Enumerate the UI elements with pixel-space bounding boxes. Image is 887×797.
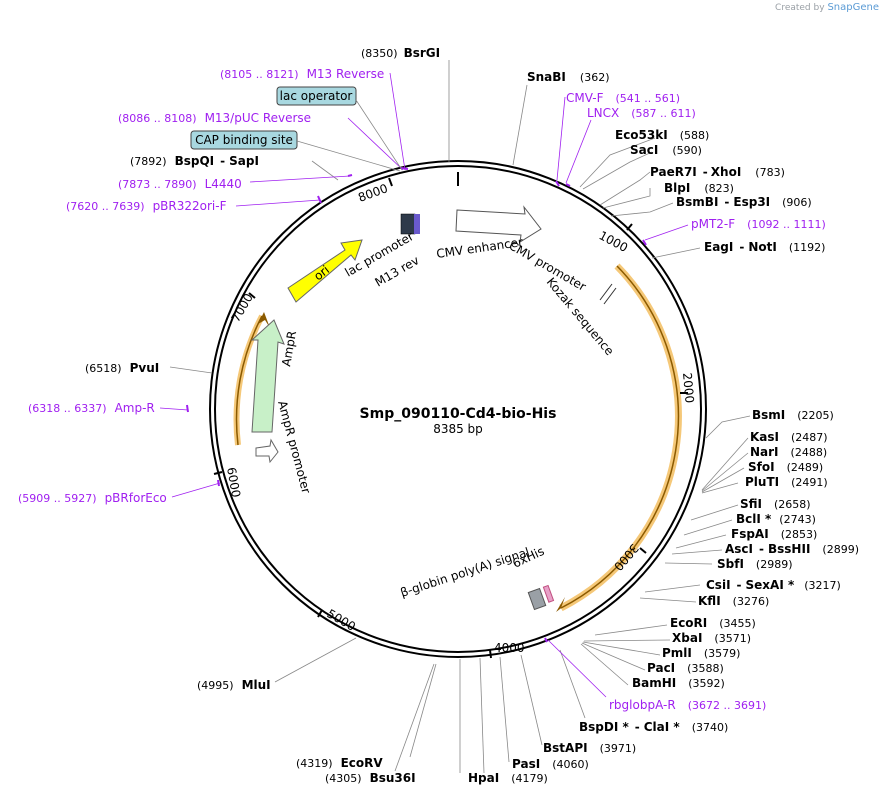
enzyme-bspdi-clai: BspDI *-ClaI *(3740) bbox=[579, 720, 728, 734]
primer-m13-puc-reverse: (8086 .. 8108)M13/pUC Reverse bbox=[118, 111, 311, 125]
enzyme-kasi: KasI(2487) bbox=[750, 430, 828, 444]
kozak-marker-2 bbox=[603, 287, 617, 305]
plasmid-name: Smp_090110-Cd4-bio-His bbox=[360, 406, 557, 422]
primer-markers bbox=[186, 167, 647, 643]
enzyme-pluti: PluTI(2491) bbox=[745, 475, 828, 489]
enzyme-csii-sexai: CsiI-SexAI *(3217) bbox=[706, 578, 841, 592]
enzyme-bspqi-sapi: (7892)BspQI-SapI bbox=[130, 154, 259, 168]
enzyme-ecori: EcoRI(3455) bbox=[670, 616, 756, 630]
lac-operator-box: lac operator bbox=[276, 86, 357, 106]
globin-polya-block bbox=[527, 587, 547, 611]
orf-arrowhead bbox=[556, 597, 568, 612]
primer-pbr322ori-f: (7620 .. 7639)pBR322ori-F bbox=[66, 199, 227, 213]
tick-label-8000: 8000 bbox=[356, 181, 389, 205]
primer-pbrforeco: (5909 .. 5927)pBRforEco bbox=[18, 491, 167, 505]
cap-binding-site-label: CAP binding site bbox=[195, 133, 293, 147]
enzyme-eagi-noti: EagI-NotI(1192) bbox=[704, 240, 825, 254]
plasmid-length: 8385 bp bbox=[433, 422, 483, 436]
primer-amp-r: (6318 .. 6337)Amp-R bbox=[28, 401, 155, 415]
globin-polya-label: β-globin poly(A) signal bbox=[399, 545, 532, 600]
enzyme-fspai: FspAI(2853) bbox=[731, 527, 817, 541]
enzyme-snabi: SnaBI(362) bbox=[527, 70, 610, 84]
lac-operator-label: lac operator bbox=[280, 89, 353, 103]
tick-label-4000: 4000 bbox=[494, 641, 525, 655]
enzyme-pvui: (6518)PvuI bbox=[85, 361, 159, 375]
tick-label-2000: 2000 bbox=[680, 372, 697, 404]
ori-arrow bbox=[287, 239, 363, 303]
enzyme-saci: SacI(590) bbox=[630, 143, 702, 157]
enzyme-pasi: PasI(4060) bbox=[512, 757, 589, 771]
m13-rev-block bbox=[414, 214, 420, 234]
enzyme-mlui: (4995)MluI bbox=[197, 678, 271, 692]
enzyme-sfii: SfiI(2658) bbox=[740, 497, 811, 511]
enzyme-blpi: BlpI(823) bbox=[664, 181, 734, 195]
enzyme-sbfi: SbfI(2989) bbox=[717, 557, 793, 571]
backbone-inner-circle bbox=[214, 165, 702, 653]
enzyme-bamhi: BamHI(3592) bbox=[632, 676, 725, 690]
enzyme-bsmi: BsmI(2205) bbox=[752, 408, 834, 422]
enzyme-kfli: KflI(3276) bbox=[698, 594, 769, 608]
ampr-outline-arc bbox=[235, 315, 263, 446]
enzyme-pmli: PmlI(3579) bbox=[662, 646, 740, 660]
ampr-promoter-label: AmpR promoter bbox=[275, 399, 313, 495]
created-by-text: Created by bbox=[775, 3, 825, 13]
primer-rbglobpa-r: rbglobpA-R(3672 .. 3691) bbox=[609, 698, 766, 712]
primer-lncx: LNCX(587 .. 611) bbox=[587, 106, 696, 120]
ampr-promoter-arrow bbox=[255, 438, 279, 464]
enzyme-bsmbi-esp3i: BsmBI-Esp3I(906) bbox=[676, 195, 812, 209]
primer-pmt2-f: pMT2-F(1092 .. 1111) bbox=[691, 217, 826, 231]
lac-operator-leader bbox=[355, 99, 403, 171]
tick-label-6000: 6000 bbox=[224, 466, 243, 499]
enzyme-eco53ki: Eco53kI(588) bbox=[615, 128, 709, 142]
cap-binding-leader bbox=[296, 140, 401, 172]
cap-binding-site-box: CAP binding site bbox=[190, 130, 298, 150]
kozak-marker bbox=[599, 283, 613, 301]
snapgene-logo: SnapGene bbox=[827, 2, 879, 13]
enzyme-bsu36i: (4305)Bsu36I bbox=[325, 771, 416, 785]
scale-ticks bbox=[213, 177, 688, 659]
enzyme-ecorv: (4319)EcoRV bbox=[296, 756, 383, 770]
tick-label-5000: 5000 bbox=[325, 606, 358, 633]
enzyme-paci: PacI(3588) bbox=[647, 661, 724, 675]
enzyme-sfoi: SfoI(2489) bbox=[748, 460, 823, 474]
ampr-arrow bbox=[250, 319, 285, 433]
enzyme-nari: NarI(2488) bbox=[750, 445, 827, 459]
sixhis-block bbox=[542, 584, 555, 603]
cmv-enhancer-arrow bbox=[455, 205, 542, 243]
primer-m13-reverse: (8105 .. 8121)M13 Reverse bbox=[220, 67, 384, 81]
orf-arrow bbox=[560, 265, 680, 609]
primer-leader-lines bbox=[159, 72, 689, 698]
enzyme-bsrgi: (8350)BsrGI bbox=[361, 46, 440, 60]
primer-l4440: (7873 .. 7890)L4440 bbox=[118, 177, 242, 191]
enzyme-bcli: BclI *(2743) bbox=[736, 512, 816, 526]
ampr-highlight-arrowhead bbox=[258, 312, 270, 328]
snapgene-watermark: Created by SnapGene bbox=[775, 2, 879, 13]
primer-cmv-f: CMV-F(541 .. 561) bbox=[566, 91, 680, 105]
backbone-outer-circle bbox=[209, 160, 707, 658]
ampr-label: AmpR bbox=[279, 330, 299, 368]
enzyme-paer7i-xhoi: PaeR7I-XhoI(783) bbox=[650, 165, 785, 179]
enzyme-xbai: XbaI(3571) bbox=[672, 631, 751, 645]
enzyme-bstapi: BstAPI(3971) bbox=[543, 741, 636, 755]
enzyme-hpai: HpaI(4179) bbox=[468, 771, 548, 785]
enzyme-asci-bsshii: AscI-BssHII(2899) bbox=[725, 542, 859, 556]
